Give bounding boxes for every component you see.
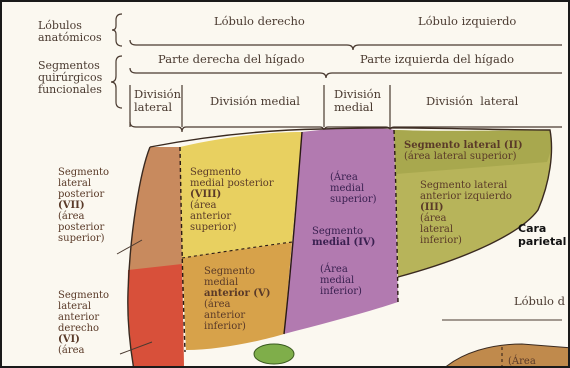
- lower-lobe-partial: [442, 344, 570, 368]
- segment-line: anterior: [58, 312, 109, 323]
- segment-vii-label: Segmento lateral posterior (VII) (área p…: [58, 167, 109, 244]
- segment-line: inferior): [420, 235, 512, 246]
- segment-line: inferior): [320, 286, 362, 297]
- segment-line: Segmento lateral (II): [404, 140, 523, 151]
- segment-line: superior): [190, 222, 274, 233]
- segment-line: inferior): [204, 321, 270, 332]
- gallbladder-shape: [254, 344, 294, 364]
- division-label-line: lateral: [134, 101, 181, 114]
- segment-line: Segmento: [204, 266, 270, 277]
- segment-line: posterior: [58, 222, 109, 233]
- segment-line: anterior (V): [204, 288, 270, 299]
- segment-vi-label: Segmento lateral anterior derecho (VI) (…: [58, 290, 109, 356]
- row1-brace: [112, 14, 122, 46]
- segment-line: (área: [190, 200, 274, 211]
- segment-ii-label: Segmento lateral (II) (área lateral supe…: [404, 140, 523, 162]
- area-cut-label: (Área: [508, 356, 536, 367]
- lobulo-bracket: [130, 40, 562, 50]
- segment-vi-region: [128, 264, 184, 368]
- segment-line: (VIII): [190, 189, 274, 200]
- segment-line: (área: [58, 345, 109, 356]
- segment-line: derecho: [58, 323, 109, 334]
- segment-line: medial: [330, 183, 377, 194]
- segment-line: Segmento: [58, 290, 109, 301]
- segment-line: (área: [420, 213, 512, 224]
- division-lateral-izquierda-label: División lateral: [426, 94, 518, 108]
- parte-bracket: [130, 68, 562, 78]
- segment-line: Segmento lateral: [420, 180, 512, 191]
- segment-line: medial: [204, 277, 270, 288]
- segment-iv-superior-label: (Área medial superior): [330, 172, 377, 205]
- lobulo-derecho-label: Lóbulo derecho: [214, 14, 305, 28]
- lobulo-izquierdo-label: Lóbulo izquierdo: [418, 14, 516, 28]
- segment-line: lateral: [58, 301, 109, 312]
- segment-line: (VII): [58, 200, 109, 211]
- segment-line: Segmento: [190, 167, 274, 178]
- segment-line: anterior: [190, 211, 274, 222]
- segment-iv-inferior-label: (Área medial inferior): [320, 264, 362, 297]
- segment-line: (VI): [58, 334, 109, 345]
- row2-brace: [111, 56, 122, 108]
- segment-line: medial (IV): [312, 237, 375, 248]
- segment-line: (área: [58, 211, 109, 222]
- segment-line: medial: [320, 275, 362, 286]
- segment-line: (Área: [330, 172, 377, 183]
- segment-line: (Área: [320, 264, 362, 275]
- segment-line: superior): [330, 194, 377, 205]
- segment-line: medial posterior: [190, 178, 274, 189]
- division-lateral-derecha-label: División lateral: [134, 88, 181, 114]
- segment-line: anterior izquierdo: [420, 191, 512, 202]
- segment-iv-label: Segmento medial (IV): [312, 226, 375, 248]
- division-medial-derecha-label: División medial: [210, 94, 300, 108]
- division-medial-izquierda-label: División medial: [334, 88, 381, 114]
- segment-line: Segmento: [312, 226, 375, 237]
- division-label-line: medial: [334, 101, 381, 114]
- segment-line: lateral: [58, 178, 109, 189]
- segment-v-label: Segmento medial anterior (V) (área anter…: [204, 266, 270, 332]
- segment-line: (III): [420, 202, 512, 213]
- segment-line: superior): [58, 233, 109, 244]
- segment-line: anterior: [204, 310, 270, 321]
- segment-line: Segmento: [58, 167, 109, 178]
- segment-line: (área lateral superior): [404, 151, 523, 162]
- segment-line: lateral: [420, 224, 512, 235]
- cara-line: parietal: [518, 235, 566, 248]
- parte-derecha-label: Parte derecha del hígado: [158, 52, 305, 66]
- segment-viii-label: Segmento medial posterior (VIII) (área a…: [190, 167, 274, 233]
- segment-line: posterior: [58, 189, 109, 200]
- cara-line: Cara: [518, 222, 566, 235]
- cara-parietal-label: Cara parietal: [518, 222, 566, 248]
- parte-izquierda-label: Parte izquierda del hígado: [360, 52, 514, 66]
- segment-iii-label: Segmento lateral anterior izquierdo (III…: [420, 180, 512, 246]
- segment-line: (área: [204, 299, 270, 310]
- lobulo-cut-label: Lóbulo d: [514, 294, 565, 308]
